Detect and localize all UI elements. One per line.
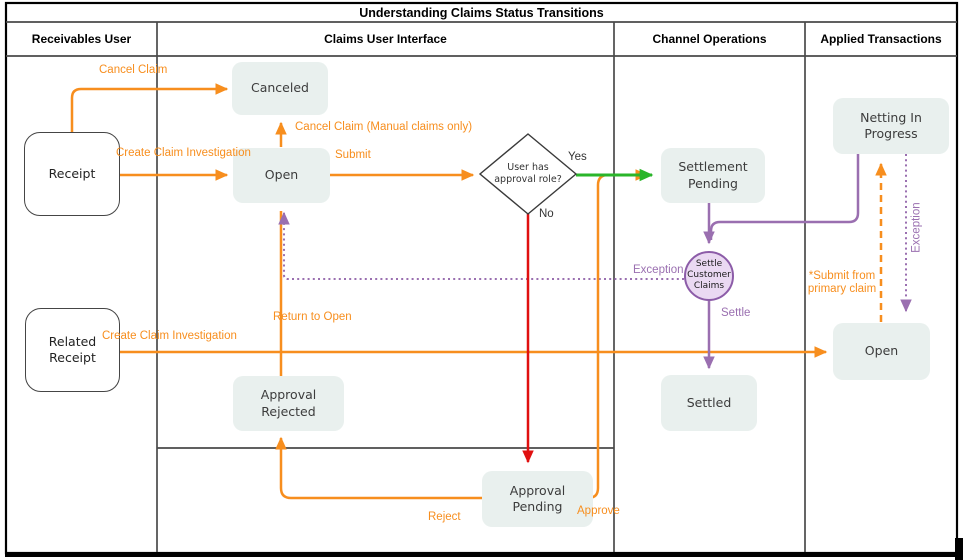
edge-label-create-claim-investigation-2: Create Claim Investigation xyxy=(102,330,237,342)
node-netting-in-progress: Netting In Progress xyxy=(833,98,949,154)
edge-label-create-claim-investigation-1: Create Claim Investigation xyxy=(116,147,251,159)
edge-approve xyxy=(577,169,649,500)
settle-customer-claims-label: Settle Customer Claims xyxy=(687,259,731,291)
edge-label-cancel-claim: Cancel Claim xyxy=(99,64,168,76)
node-approval-rejected: Approval Rejected xyxy=(233,376,344,431)
edge-reject xyxy=(275,436,482,500)
lane-header-receivables-user: Receivables User xyxy=(31,32,132,46)
edge-label-exception-right: Exception xyxy=(910,202,923,253)
page-title: Understanding Claims Status Transitions xyxy=(359,5,604,20)
edge-netting-to-settle xyxy=(709,154,860,240)
border-bottom xyxy=(5,552,957,557)
decision-diamond xyxy=(478,133,578,215)
node-receipt: Receipt xyxy=(24,132,120,216)
edge-label-reject: Reject xyxy=(428,511,461,523)
node-settlement-pending: Settlement Pending xyxy=(661,148,765,203)
node-canceled: Canceled xyxy=(232,62,328,115)
edge-label-submit-from-primary: *Submit from primary claim xyxy=(807,270,877,296)
edge-label-submit: Submit xyxy=(335,149,371,161)
node-open-claims: Open xyxy=(233,148,330,203)
settle-customer-claims-circle xyxy=(684,251,734,301)
edge-exception-to-open xyxy=(278,211,684,280)
node-related-receipt: Related Receipt xyxy=(25,308,120,392)
node-open-applied: Open xyxy=(833,323,930,380)
edge-label-cancel-claim-manual: Cancel Claim (Manual claims only) xyxy=(295,121,473,133)
edge-label-approve: Approve xyxy=(577,505,620,517)
edge-label-yes: Yes xyxy=(568,151,587,163)
edge-cancel-claim xyxy=(70,83,229,132)
lane-header-applied-transactions: Applied Transactions xyxy=(820,32,942,46)
border-corner xyxy=(955,538,963,560)
edge-label-return-to-open: Return to Open xyxy=(273,311,352,323)
lane-header-claims-user-interface: Claims User Interface xyxy=(324,32,447,46)
edge-label-settle: Settle xyxy=(721,307,751,319)
edge-label-no: No xyxy=(539,208,554,220)
node-settled: Settled xyxy=(661,375,757,431)
edge-label-exception-left: Exception xyxy=(633,264,684,276)
lane-header-channel-operations: Channel Operations xyxy=(652,32,767,46)
decision-label: User has approval role? xyxy=(494,162,562,185)
node-approval-pending: Approval Pending xyxy=(482,471,593,527)
